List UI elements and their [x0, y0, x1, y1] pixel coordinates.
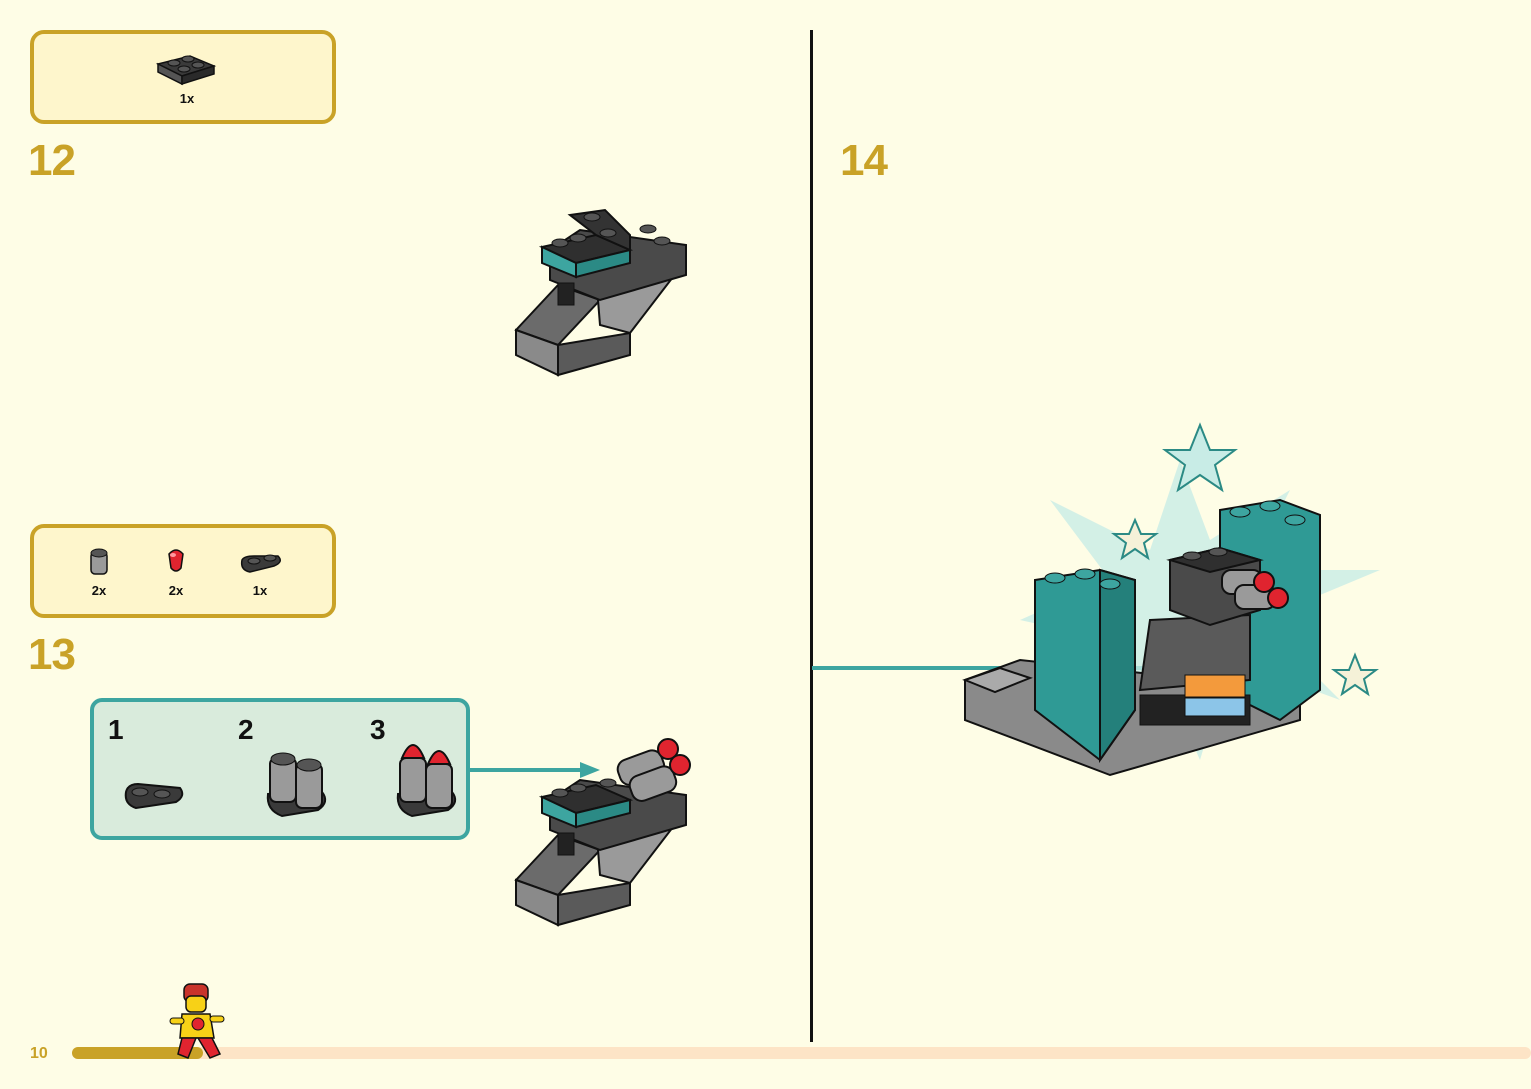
substep-1-plate	[124, 782, 184, 810]
part-qty: 2x	[91, 583, 107, 598]
arrow-step-13	[470, 762, 600, 778]
model-step-14	[962, 422, 1380, 777]
dark-plate-2x2-icon	[155, 55, 217, 86]
part-qty: 1x	[252, 583, 268, 598]
step-number: 12	[28, 136, 76, 185]
substep-3-assembly	[396, 744, 457, 818]
red-round-cone-icon	[168, 549, 184, 572]
part-item: 2x	[84, 546, 114, 598]
star-icon	[1111, 517, 1159, 561]
step-number: 14	[840, 136, 888, 185]
parts-box-step-13: 2x 2x 1x	[30, 524, 336, 618]
dark-plate-1x2-icon	[240, 554, 281, 573]
page-divider	[810, 30, 813, 1042]
parts-box-step-12: 1x	[30, 30, 336, 124]
model-step-12	[514, 208, 687, 377]
progress-bar-fill	[72, 1047, 203, 1059]
part-qty: 1x	[179, 91, 195, 106]
substep-label: 3	[370, 714, 386, 745]
star-icon	[1162, 422, 1238, 493]
substep-label: 2	[238, 714, 254, 745]
runner-minifigure-icon	[169, 983, 225, 1059]
progress-bar-track	[72, 1047, 1531, 1059]
grey-round-brick-icon	[90, 548, 108, 575]
model-step-13	[514, 738, 691, 927]
part-item: 1x	[152, 50, 222, 106]
sub-assembly-box: 1 2 3	[90, 698, 470, 840]
part-item: 1x	[230, 546, 290, 598]
part-item: 2x	[161, 546, 191, 598]
page-number: 10	[30, 1045, 48, 1062]
substep-label: 1	[108, 714, 124, 745]
part-qty: 2x	[168, 583, 184, 598]
step-number: 13	[28, 630, 76, 679]
substep-2-assembly	[266, 752, 327, 818]
star-icon	[1331, 652, 1379, 697]
